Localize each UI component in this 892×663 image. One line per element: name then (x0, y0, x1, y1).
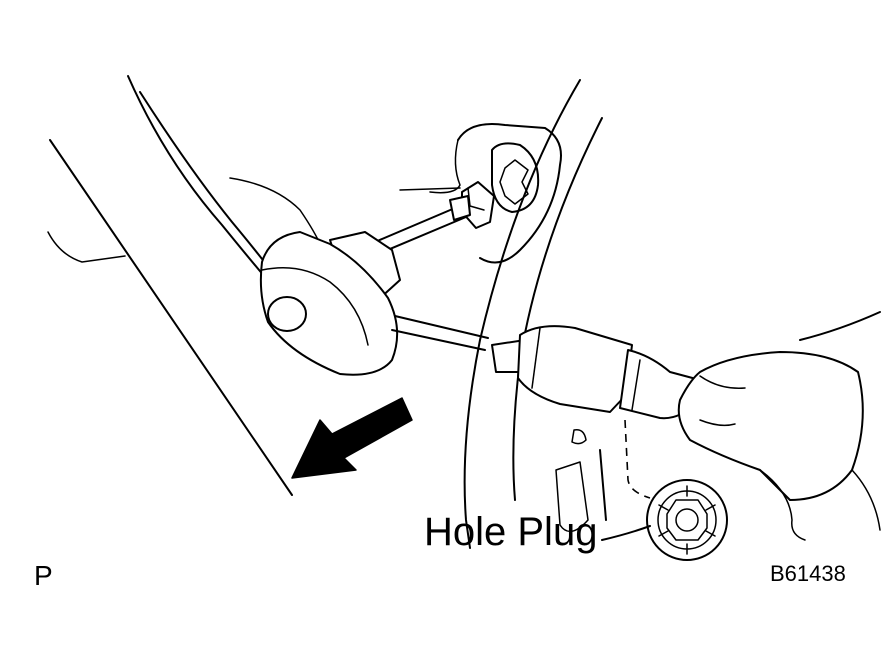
hand (677, 351, 881, 541)
figure-code: B61438 (770, 561, 846, 586)
plug-location-leader (624, 419, 651, 499)
lock-rod (374, 181, 495, 255)
hole-plug-part (646, 479, 728, 561)
hole-plug-callout: Hole Plug (424, 510, 598, 554)
handle-shaft (391, 315, 489, 351)
hole-plug-callout-leader (601, 525, 651, 541)
view-letter: P (34, 560, 53, 591)
screwdriver (491, 325, 701, 420)
door-handle (259, 231, 401, 376)
mounting-bracket (399, 123, 562, 264)
removal-direction-arrow (291, 397, 413, 479)
